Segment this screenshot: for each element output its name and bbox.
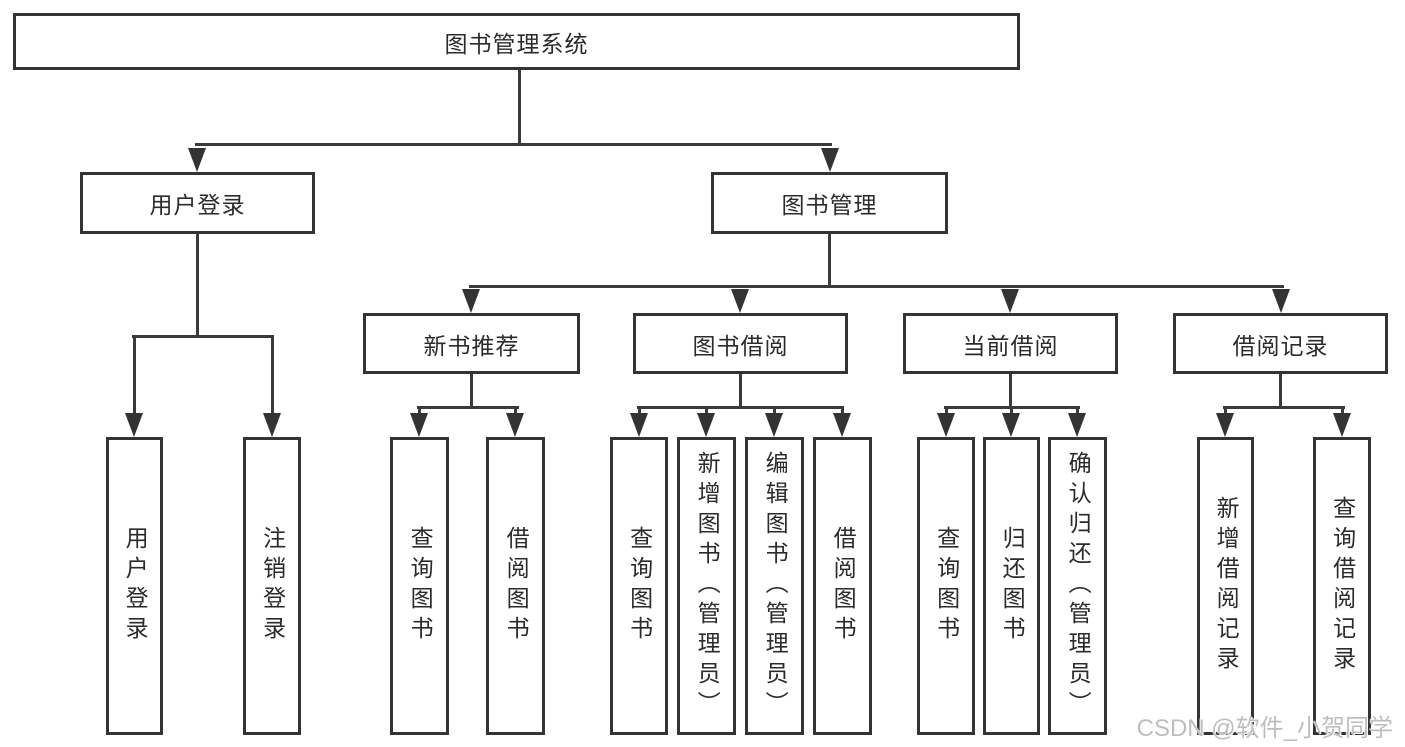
arrow-down-icon <box>833 413 851 437</box>
connector-line <box>271 338 274 416</box>
connector-line <box>828 234 831 287</box>
connector-line <box>469 285 1284 288</box>
connector-line <box>470 374 473 409</box>
node-current-borrow: 当前借阅 <box>903 313 1118 374</box>
arrow-down-icon <box>821 148 839 172</box>
arrow-down-icon <box>506 413 524 437</box>
connector-line <box>739 374 742 409</box>
leaf-rec-query-books-label: 查询图书 <box>407 526 434 646</box>
leaf-cb-confirm-return: 确认归还（管理员） <box>1048 437 1107 735</box>
node-borrow-records-label: 借阅记录 <box>1232 332 1329 359</box>
arrow-down-icon <box>1216 413 1234 437</box>
connector-line <box>637 406 844 409</box>
arrow-down-icon <box>1068 413 1086 437</box>
arrow-down-icon <box>188 148 206 172</box>
node-user-login-label: 用户登录 <box>149 192 246 218</box>
leaf-bb-borrow-books-label: 借阅图书 <box>830 526 857 646</box>
node-new-book-rec: 新书推荐 <box>363 313 580 374</box>
connector-line <box>132 335 274 338</box>
node-book-borrow-label: 图书借阅 <box>692 332 789 359</box>
leaf-cb-return-books-label: 归还图书 <box>999 526 1026 646</box>
node-current-borrow-label: 当前借阅 <box>962 332 1059 359</box>
leaf-br-add-record: 新增借阅记录 <box>1197 437 1254 735</box>
arrow-down-icon <box>263 413 281 437</box>
arrow-down-icon <box>1272 289 1290 313</box>
leaf-rec-query-books: 查询图书 <box>390 437 449 735</box>
leaf-user-login-label: 用户登录 <box>122 526 149 646</box>
connector-line <box>195 143 832 146</box>
arrow-down-icon <box>410 413 428 437</box>
arrow-down-icon <box>462 289 480 313</box>
arrow-down-icon <box>1001 289 1019 313</box>
connector-line <box>944 406 1080 409</box>
leaf-bb-add-books: 新增图书（管理员） <box>677 437 736 735</box>
leaf-rec-borrow-books: 借阅图书 <box>486 437 545 735</box>
node-book-mgmt: 图书管理 <box>711 172 948 234</box>
leaf-br-add-record-label: 新增借阅记录 <box>1213 496 1240 676</box>
connector-line <box>417 406 519 409</box>
csdn-watermark: CSDN @软件_小贺同学 <box>1136 715 1393 742</box>
leaf-rec-borrow-books-label: 借阅图书 <box>503 526 530 646</box>
leaf-bb-add-books-label: 新增图书（管理员） <box>694 451 721 721</box>
arrow-down-icon <box>731 289 749 313</box>
connector-line <box>1279 374 1282 409</box>
leaf-bb-borrow-books: 借阅图书 <box>813 437 872 735</box>
arrow-down-icon <box>937 413 955 437</box>
arrow-down-icon <box>697 413 715 437</box>
arrow-down-icon <box>630 413 648 437</box>
leaf-cb-return-books: 归还图书 <box>983 437 1040 735</box>
leaf-logout: 注销登录 <box>243 437 301 735</box>
leaf-cb-confirm-return-label: 确认归还（管理员） <box>1065 451 1092 721</box>
leaf-user-login: 用户登录 <box>106 437 163 735</box>
connector-line <box>196 234 199 337</box>
arrow-down-icon <box>1002 413 1020 437</box>
node-new-book-rec-label: 新书推荐 <box>423 332 520 359</box>
leaf-bb-edit-books-label: 编辑图书（管理员） <box>762 451 789 721</box>
node-borrow-records: 借阅记录 <box>1173 313 1388 374</box>
leaf-bb-edit-books: 编辑图书（管理员） <box>745 437 804 735</box>
connector-line <box>1009 374 1012 409</box>
arrow-down-icon <box>125 413 143 437</box>
connector-line <box>518 70 521 145</box>
arrow-down-icon <box>1333 413 1351 437</box>
node-book-borrow: 图书借阅 <box>633 313 848 374</box>
leaf-logout-label: 注销登录 <box>259 526 286 646</box>
leaf-bb-query-books-label: 查询图书 <box>626 526 653 646</box>
leaf-bb-query-books: 查询图书 <box>610 437 668 735</box>
node-user-login: 用户登录 <box>80 172 315 234</box>
connector-line <box>133 338 136 416</box>
node-root-label: 图书管理系统 <box>444 30 589 57</box>
leaf-br-query-record-label: 查询借阅记录 <box>1329 496 1356 676</box>
connector-line <box>1223 406 1345 409</box>
arrow-down-icon <box>765 413 783 437</box>
node-root: 图书管理系统 <box>13 13 1020 70</box>
leaf-br-query-record: 查询借阅记录 <box>1313 437 1371 735</box>
node-book-mgmt-label: 图书管理 <box>781 192 878 218</box>
leaf-cb-query-books-label: 查询图书 <box>933 526 960 646</box>
leaf-cb-query-books: 查询图书 <box>917 437 975 735</box>
